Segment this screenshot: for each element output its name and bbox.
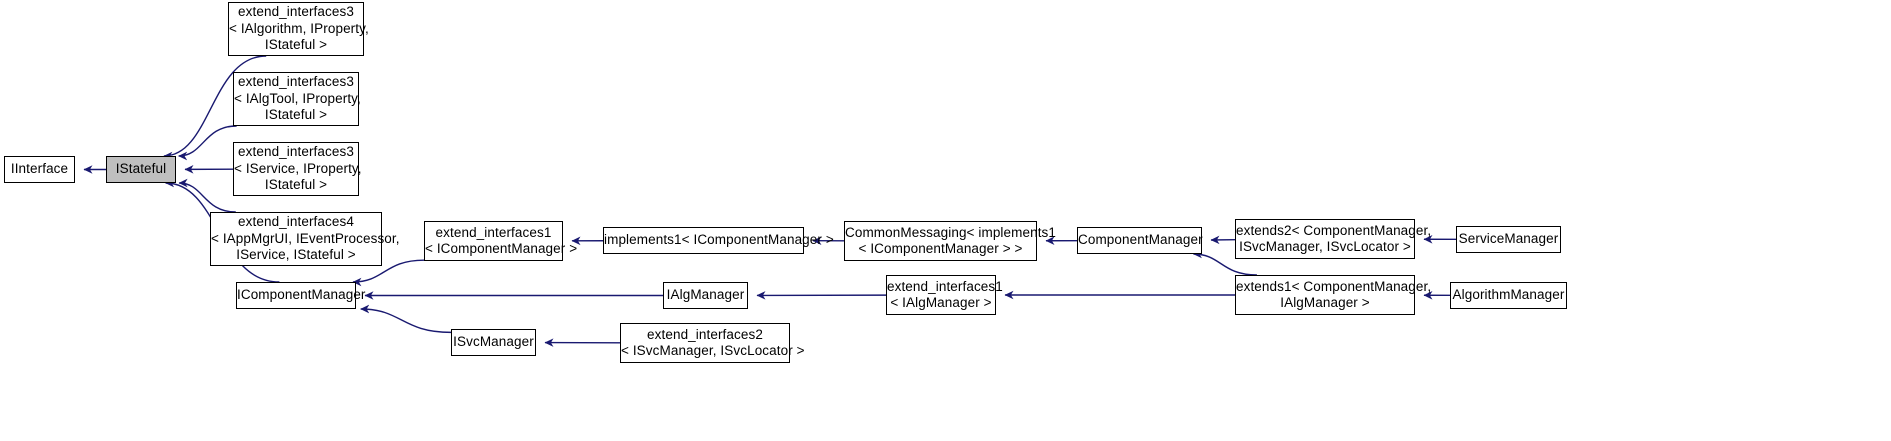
class-node-label: ISvcManager, ISvcLocator > xyxy=(1239,239,1411,254)
class-node-label: extend_interfaces3 xyxy=(238,144,354,160)
class-node-servicemanager[interactable]: ServiceManager xyxy=(1456,226,1561,253)
class-node-label: IComponentManager xyxy=(237,287,366,303)
class-node-label: ComponentManager xyxy=(1078,232,1203,248)
class-node-iinterface[interactable]: IInterface xyxy=(4,156,75,183)
class-node-label: IAlgManager > xyxy=(1280,295,1370,310)
class-node-extend_interfaces1_icomponentmanager[interactable]: extend_interfaces1< IComponentManager > xyxy=(424,221,578,261)
class-node-label: extends1< ComponentManager, xyxy=(1236,278,1432,294)
class-node-label: < IAlgManager > xyxy=(890,295,992,310)
class-node-extends1_componentmanager[interactable]: extends1< ComponentManager,IAlgManager > xyxy=(1235,275,1432,315)
class-node-extends2_componentmanager[interactable]: extends2< ComponentManager,ISvcManager, … xyxy=(1235,219,1432,259)
class-node-extend_interfaces2_isvcmanager[interactable]: extend_interfaces2< ISvcManager, ISvcLoc… xyxy=(620,323,805,363)
class-node-extend_interfaces4_iappmgrui[interactable]: extend_interfaces4< IAppMgrUI, IEventPro… xyxy=(210,212,400,266)
class-node-extend_interfaces1_ialgmanager[interactable]: extend_interfaces1< IAlgManager > xyxy=(886,275,1003,315)
class-node-label: ServiceManager xyxy=(1458,231,1559,247)
class-node-istateful[interactable]: IStateful xyxy=(106,156,176,183)
class-node-label: extend_interfaces1 xyxy=(435,224,552,240)
class-node-label: extend_interfaces2 xyxy=(647,326,763,342)
class-node-label: extend_interfaces3 xyxy=(238,74,354,90)
class-node-extend_interfaces3_ialgorithm[interactable]: extend_interfaces3< IAlgorithm, IPropert… xyxy=(228,2,369,56)
class-node-isvcmanager[interactable]: ISvcManager xyxy=(451,329,536,356)
class-node-label: IInterface xyxy=(10,161,69,177)
class-node-label: AlgorithmManager xyxy=(1452,287,1565,303)
class-node-label: CommonMessaging< implements1 xyxy=(845,224,1057,240)
class-node-label: IStateful > xyxy=(264,37,328,53)
class-node-label: IService, IStateful > xyxy=(236,247,356,263)
class-node-label: < IAlgTool, IProperty, xyxy=(234,90,361,106)
class-node-label: < IService, IProperty, xyxy=(234,160,362,176)
class-node-label: extend_interfaces1 xyxy=(887,278,1003,294)
class-node-extend_interfaces3_ialgtool[interactable]: extend_interfaces3< IAlgTool, IProperty,… xyxy=(233,72,361,126)
class-node-label: extend_interfaces4 xyxy=(238,214,354,230)
class-node-label: IStateful xyxy=(115,161,167,177)
class-node-label: < IComponentManager > xyxy=(425,241,578,256)
class-node-commonmessaging_implements1[interactable]: CommonMessaging< implements1< IComponent… xyxy=(844,221,1057,261)
edge-isvcmanager-to-icomponentmanager xyxy=(360,304,452,334)
class-node-label: < IComponentManager > > xyxy=(858,241,1023,256)
class-node-label: extends2< ComponentManager, xyxy=(1236,222,1432,238)
class-node-componentmanager[interactable]: ComponentManager xyxy=(1077,227,1203,254)
class-node-label: IAlgManager xyxy=(666,287,745,303)
class-node-label: < IAppMgrUI, IEventProcessor, xyxy=(211,230,400,246)
class-node-ialgmanager[interactable]: IAlgManager xyxy=(663,282,748,309)
class-node-label: ISvcManager xyxy=(453,334,534,350)
class-node-icomponentmanager[interactable]: IComponentManager xyxy=(236,282,366,309)
class-node-label: IStateful > xyxy=(264,177,328,193)
edge-extend_interfaces4_iappmgrui-to-istateful xyxy=(178,178,236,213)
class-node-label: extend_interfaces3 xyxy=(238,4,354,20)
class-node-algorithmmanager[interactable]: AlgorithmManager xyxy=(1450,282,1567,309)
class-node-label: < ISvcManager, ISvcLocator > xyxy=(621,343,805,358)
class-node-implements1_icomponentmanager[interactable]: implements1< IComponentManager > xyxy=(603,227,834,254)
edge-extend_interfaces3_ialgtool-to-istateful xyxy=(178,125,237,161)
class-node-label: implements1< IComponentManager > xyxy=(604,232,834,248)
class-node-label: IStateful > xyxy=(264,107,328,123)
class-node-extend_interfaces3_iservice[interactable]: extend_interfaces3< IService, IProperty,… xyxy=(233,142,362,196)
class-node-label: < IAlgorithm, IProperty, xyxy=(229,20,369,36)
